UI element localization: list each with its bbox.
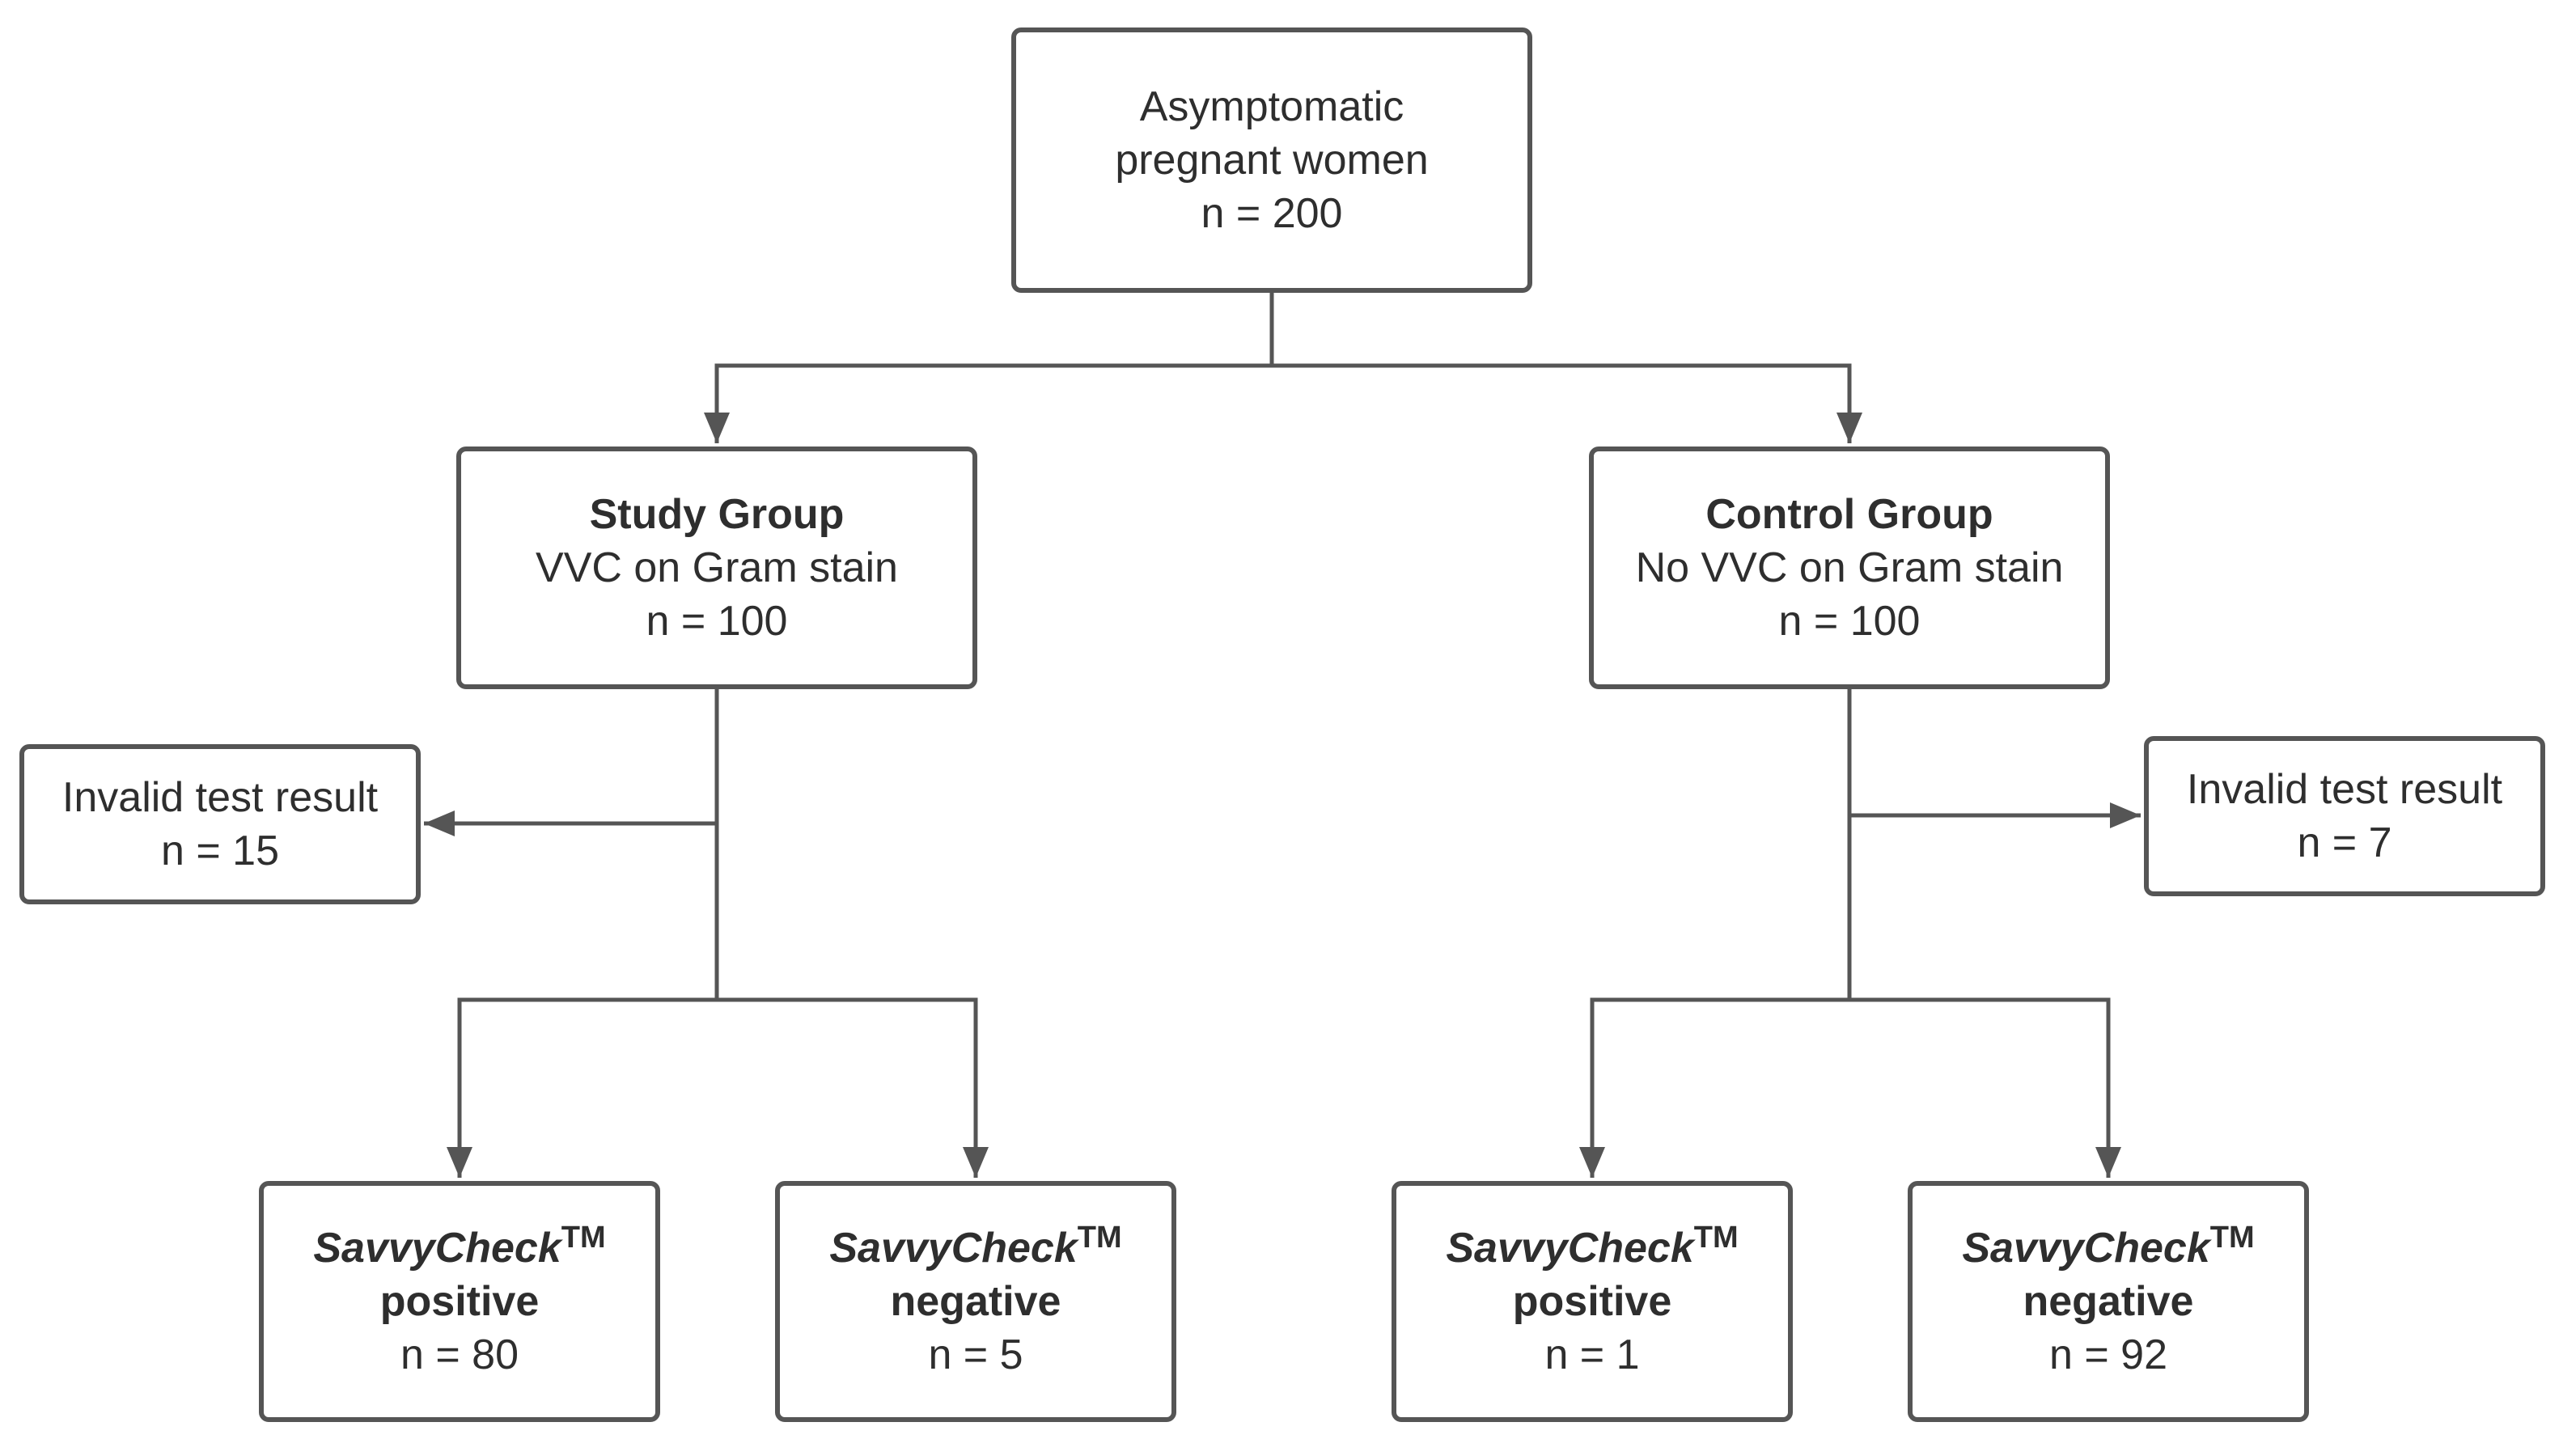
study-group-description: VVC on Gram stain xyxy=(536,544,898,591)
result-outcome: negative xyxy=(2023,1278,2194,1325)
result-brand-line: SavvyCheckTM xyxy=(313,1221,605,1275)
study-group-count: n = 100 xyxy=(646,598,788,645)
root-population-box: Asymptomatic pregnant women n = 200 xyxy=(1011,28,1532,293)
result-outcome: negative xyxy=(890,1278,1061,1325)
arrowhead-study-invalid xyxy=(424,811,455,836)
result-brand: SavvyCheck xyxy=(313,1225,561,1272)
control-group-box: Control Group No VVC on Gram stain n = 1… xyxy=(1589,447,2110,689)
result-brand: SavvyCheck xyxy=(1962,1225,2210,1272)
control-positive-box: SavvyCheckTM positive n = 1 xyxy=(1392,1181,1793,1422)
result-outcome: positive xyxy=(1512,1278,1672,1325)
study-invalid-count: n = 15 xyxy=(160,827,280,874)
control-group-count: n = 100 xyxy=(1778,598,1921,645)
control-group-title: Control Group xyxy=(1705,491,1993,538)
study-invalid-label: Invalid test result xyxy=(61,774,379,821)
trademark-mark: TM xyxy=(1693,1221,1739,1255)
connector-root-to-control xyxy=(1272,363,1852,443)
result-outcome: positive xyxy=(379,1278,540,1325)
study-invalid-box: Invalid test result n = 15 xyxy=(19,744,421,904)
connector-study-to-positive xyxy=(457,997,717,1178)
control-invalid-count: n = 7 xyxy=(2297,819,2392,866)
connector-root-to-study xyxy=(714,363,1272,443)
arrowhead-study xyxy=(704,413,730,443)
arrowhead-control-invalid xyxy=(2110,802,2141,828)
trademark-mark: TM xyxy=(1077,1221,1122,1255)
connector-study-to-negative xyxy=(717,997,978,1178)
connector-control-to-negative xyxy=(1849,997,2111,1178)
result-count: n = 80 xyxy=(400,1331,519,1378)
arrowhead-result-4 xyxy=(2095,1147,2121,1178)
result-brand-line: SavvyCheckTM xyxy=(1962,1221,2254,1275)
study-group-box: Study Group VVC on Gram stain n = 100 xyxy=(456,447,977,689)
result-brand: SavvyCheck xyxy=(1446,1225,1694,1272)
root-line-2: pregnant women xyxy=(1115,137,1429,184)
arrowhead-result-1 xyxy=(447,1147,472,1178)
result-brand-line: SavvyCheckTM xyxy=(1446,1221,1738,1275)
control-group-description: No VVC on Gram stain xyxy=(1635,544,2064,591)
trademark-mark: TM xyxy=(2209,1221,2255,1255)
result-brand: SavvyCheck xyxy=(829,1225,1078,1272)
trademark-mark: TM xyxy=(561,1221,606,1255)
connector-control-to-positive xyxy=(1590,997,1849,1178)
arrowhead-result-3 xyxy=(1579,1147,1605,1178)
arrowhead-result-2 xyxy=(963,1147,989,1178)
control-negative-box: SavvyCheckTM negative n = 92 xyxy=(1908,1181,2309,1422)
arrowhead-control xyxy=(1836,413,1862,443)
root-line-1: Asymptomatic xyxy=(1139,83,1404,130)
result-count: n = 5 xyxy=(928,1331,1023,1378)
control-invalid-label: Invalid test result xyxy=(2186,766,2503,813)
root-count: n = 200 xyxy=(1201,190,1343,237)
result-count: n = 92 xyxy=(2048,1331,2168,1378)
study-negative-box: SavvyCheckTM negative n = 5 xyxy=(775,1181,1176,1422)
study-group-title: Study Group xyxy=(589,491,845,538)
control-invalid-box: Invalid test result n = 7 xyxy=(2144,736,2545,896)
study-positive-box: SavvyCheckTM positive n = 80 xyxy=(259,1181,660,1422)
result-count: n = 1 xyxy=(1544,1331,1640,1378)
result-brand-line: SavvyCheckTM xyxy=(829,1221,1121,1275)
